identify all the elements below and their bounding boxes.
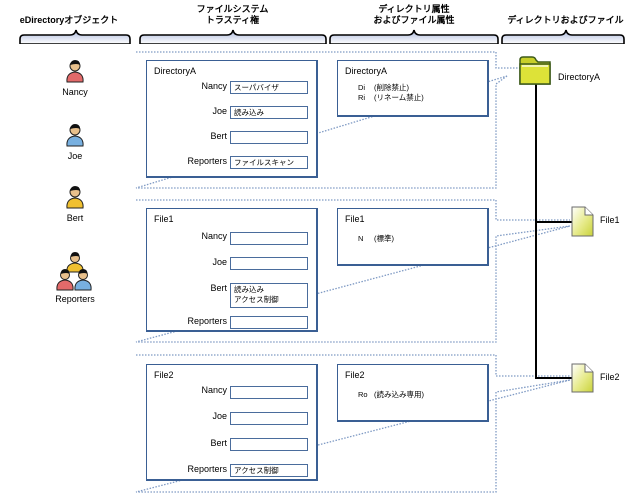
header-attributes: ディレクトリ属性 およびファイル属性 bbox=[330, 4, 498, 26]
attribute-item: Di (削除禁止) bbox=[358, 82, 409, 93]
user-joe[interactable]: Joe bbox=[45, 122, 105, 161]
trustee-rights-field[interactable]: 読み込み bbox=[230, 106, 308, 119]
folder-icon bbox=[519, 56, 551, 85]
attribute-code: N bbox=[358, 234, 364, 243]
file1-icon bbox=[571, 206, 594, 237]
trustee-panel-title: File1 bbox=[154, 214, 174, 224]
group-icon bbox=[56, 252, 92, 291]
header-attributes-line2: およびファイル属性 bbox=[373, 15, 455, 25]
attribute-desc: (リネーム禁止) bbox=[374, 93, 424, 102]
attribute-code: Ro bbox=[358, 390, 368, 399]
trustee-rights-field[interactable] bbox=[230, 131, 308, 144]
trustee-panel-file1: File1 Nancy Joe Bert 読み込み アクセス制御 Reporte… bbox=[146, 208, 318, 332]
attribute-desc: (読み込み専用) bbox=[374, 390, 424, 399]
tree-file1-label[interactable]: File1 bbox=[600, 215, 620, 225]
tree-folder-label[interactable]: DirectoryA bbox=[558, 72, 601, 82]
trustee-row-label: Reporters bbox=[187, 316, 227, 326]
header-trustee-rights: ファイルシステム トラスティ権 bbox=[140, 4, 325, 26]
header-edirectory-text: eDirectoryオブジェクト bbox=[19, 15, 119, 25]
header-brackets bbox=[19, 29, 625, 45]
header-edirectory-objects: eDirectoryオブジェクト bbox=[4, 15, 134, 26]
attribute-code: Ri bbox=[358, 93, 366, 102]
attributes-panel-file1: File1 N (標準) bbox=[337, 208, 489, 266]
user-reporters[interactable]: Reporters bbox=[45, 250, 105, 304]
trustee-row-label: Joe bbox=[212, 257, 227, 267]
trustee-panel-title: DirectoryA bbox=[154, 66, 197, 76]
trustee-row-label: Bert bbox=[210, 283, 227, 293]
trustee-row-label: Bert bbox=[210, 131, 227, 141]
bracket-edirectory bbox=[19, 29, 131, 45]
trustee-rights-field[interactable] bbox=[230, 412, 308, 425]
trustee-rights-field[interactable]: 読み込み アクセス制御 bbox=[230, 283, 308, 308]
user-joe-label: Joe bbox=[67, 151, 83, 161]
header-directories-files: ディレクトリおよびファイル bbox=[500, 15, 631, 26]
header-trustee-line2: トラスティ権 bbox=[205, 15, 260, 25]
header-attributes-line1: ディレクトリ属性 bbox=[378, 4, 450, 14]
user-blue-icon bbox=[66, 124, 84, 147]
trustee-panel-file2: File2 Nancy Joe Bert Reporters アクセス制御 bbox=[146, 364, 318, 481]
user-reporters-label: Reporters bbox=[55, 294, 95, 304]
trustee-rights-line: アクセス制御 bbox=[234, 295, 279, 304]
tree-file2-label[interactable]: File2 bbox=[600, 372, 620, 382]
user-bert-label: Bert bbox=[66, 213, 84, 223]
trustee-row-label: Nancy bbox=[201, 231, 227, 241]
attribute-code: Di bbox=[358, 83, 366, 92]
user-red-icon bbox=[66, 60, 84, 83]
trustee-rights-field[interactable]: スーパバイザ bbox=[230, 81, 308, 94]
user-bert[interactable]: Bert bbox=[45, 184, 105, 223]
trustee-rights-field[interactable] bbox=[230, 316, 308, 329]
user-nancy[interactable]: Nancy bbox=[45, 58, 105, 97]
bracket-tree bbox=[501, 29, 625, 45]
attributes-panel-title: DirectoryA bbox=[345, 66, 388, 76]
trustee-row-label: Reporters bbox=[187, 464, 227, 474]
trustee-rights-field[interactable] bbox=[230, 232, 308, 245]
trustee-row-label: Nancy bbox=[201, 385, 227, 395]
trustee-rights-field[interactable] bbox=[230, 386, 308, 399]
trustee-panel-title: File2 bbox=[154, 370, 174, 380]
attribute-item: Ri (リネーム禁止) bbox=[358, 92, 424, 103]
trustee-rights-field[interactable]: アクセス制御 bbox=[230, 464, 308, 477]
header-tree-text: ディレクトリおよびファイル bbox=[507, 15, 624, 25]
attributes-panel-file2: File2 Ro (読み込み専用) bbox=[337, 364, 489, 422]
trustee-panel-directorya: DirectoryA Nancy スーパバイザ Joe 読み込み Bert Re… bbox=[146, 60, 318, 178]
attribute-item: N (標準) bbox=[358, 233, 394, 244]
file2-icon bbox=[571, 363, 594, 393]
trustee-row-label: Joe bbox=[212, 411, 227, 421]
user-yellow-icon bbox=[66, 186, 84, 209]
trustee-rights-field[interactable]: ファイルスキャン bbox=[230, 156, 308, 169]
attribute-desc: (削除禁止) bbox=[374, 83, 409, 92]
attributes-panel-title: File1 bbox=[345, 214, 365, 224]
trustee-rights-field[interactable] bbox=[230, 438, 308, 451]
tree-lines bbox=[535, 84, 572, 379]
attributes-panel-directorya: DirectoryA Di (削除禁止) Ri (リネーム禁止) bbox=[337, 60, 489, 117]
attribute-desc: (標準) bbox=[374, 234, 394, 243]
user-nancy-label: Nancy bbox=[62, 87, 88, 97]
trustee-row-label: Joe bbox=[212, 106, 227, 116]
header-trustee-line1: ファイルシステム bbox=[196, 4, 269, 14]
trustee-rights-line: 読み込み bbox=[234, 285, 264, 294]
trustee-row-label: Nancy bbox=[201, 81, 227, 91]
bracket-attributes bbox=[329, 29, 499, 45]
bracket-trustee bbox=[139, 29, 327, 45]
attribute-item: Ro (読み込み専用) bbox=[358, 389, 424, 400]
trustee-row-label: Reporters bbox=[187, 156, 227, 166]
trustee-rights-field[interactable] bbox=[230, 257, 308, 270]
attributes-panel-title: File2 bbox=[345, 370, 365, 380]
trustee-row-label: Bert bbox=[210, 438, 227, 448]
